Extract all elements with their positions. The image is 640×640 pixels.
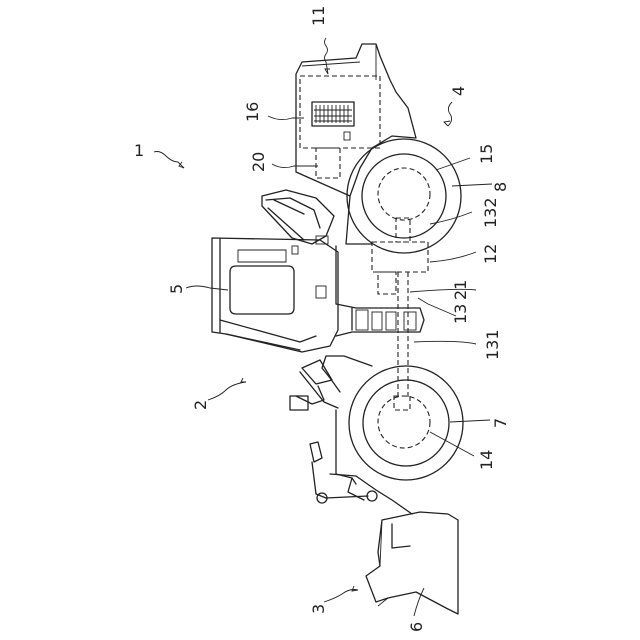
operator-cab — [212, 238, 338, 352]
label-rear-frame: 4 — [449, 86, 468, 96]
label-vehicle: 1 — [134, 141, 144, 160]
label-cooling-unit: 16 — [243, 102, 262, 122]
engine-box — [316, 148, 340, 178]
label-rear-wheel: 8 — [491, 182, 510, 192]
label-engine: 20 — [249, 152, 268, 172]
label-bucket: 6 — [407, 622, 426, 632]
label-cab: 5 — [167, 284, 186, 294]
label-rear-shaft: 132 — [481, 197, 500, 228]
front-wheel — [322, 356, 463, 480]
label-front-wheel: 7 — [491, 418, 510, 428]
label-front-frame: 2 — [191, 400, 210, 410]
engine-hood — [296, 44, 416, 196]
label-front-shaft: 131 — [483, 329, 502, 360]
cooling-grille — [312, 102, 354, 140]
center-body — [336, 196, 424, 336]
label-drive-shaft: 13 — [451, 304, 470, 324]
label-engine-room: 11 — [309, 6, 328, 26]
rear-wheel — [347, 139, 461, 253]
label-pump: 21 — [451, 280, 470, 300]
label-rear-axle: 15 — [477, 144, 496, 164]
label-transmission: 12 — [481, 244, 500, 264]
label-work-implement: 3 — [309, 604, 328, 614]
label-front-axle: 14 — [477, 450, 496, 470]
access-ladder — [262, 190, 334, 244]
bucket — [366, 512, 458, 614]
drive-line — [372, 218, 428, 410]
leader-lines — [154, 38, 492, 616]
